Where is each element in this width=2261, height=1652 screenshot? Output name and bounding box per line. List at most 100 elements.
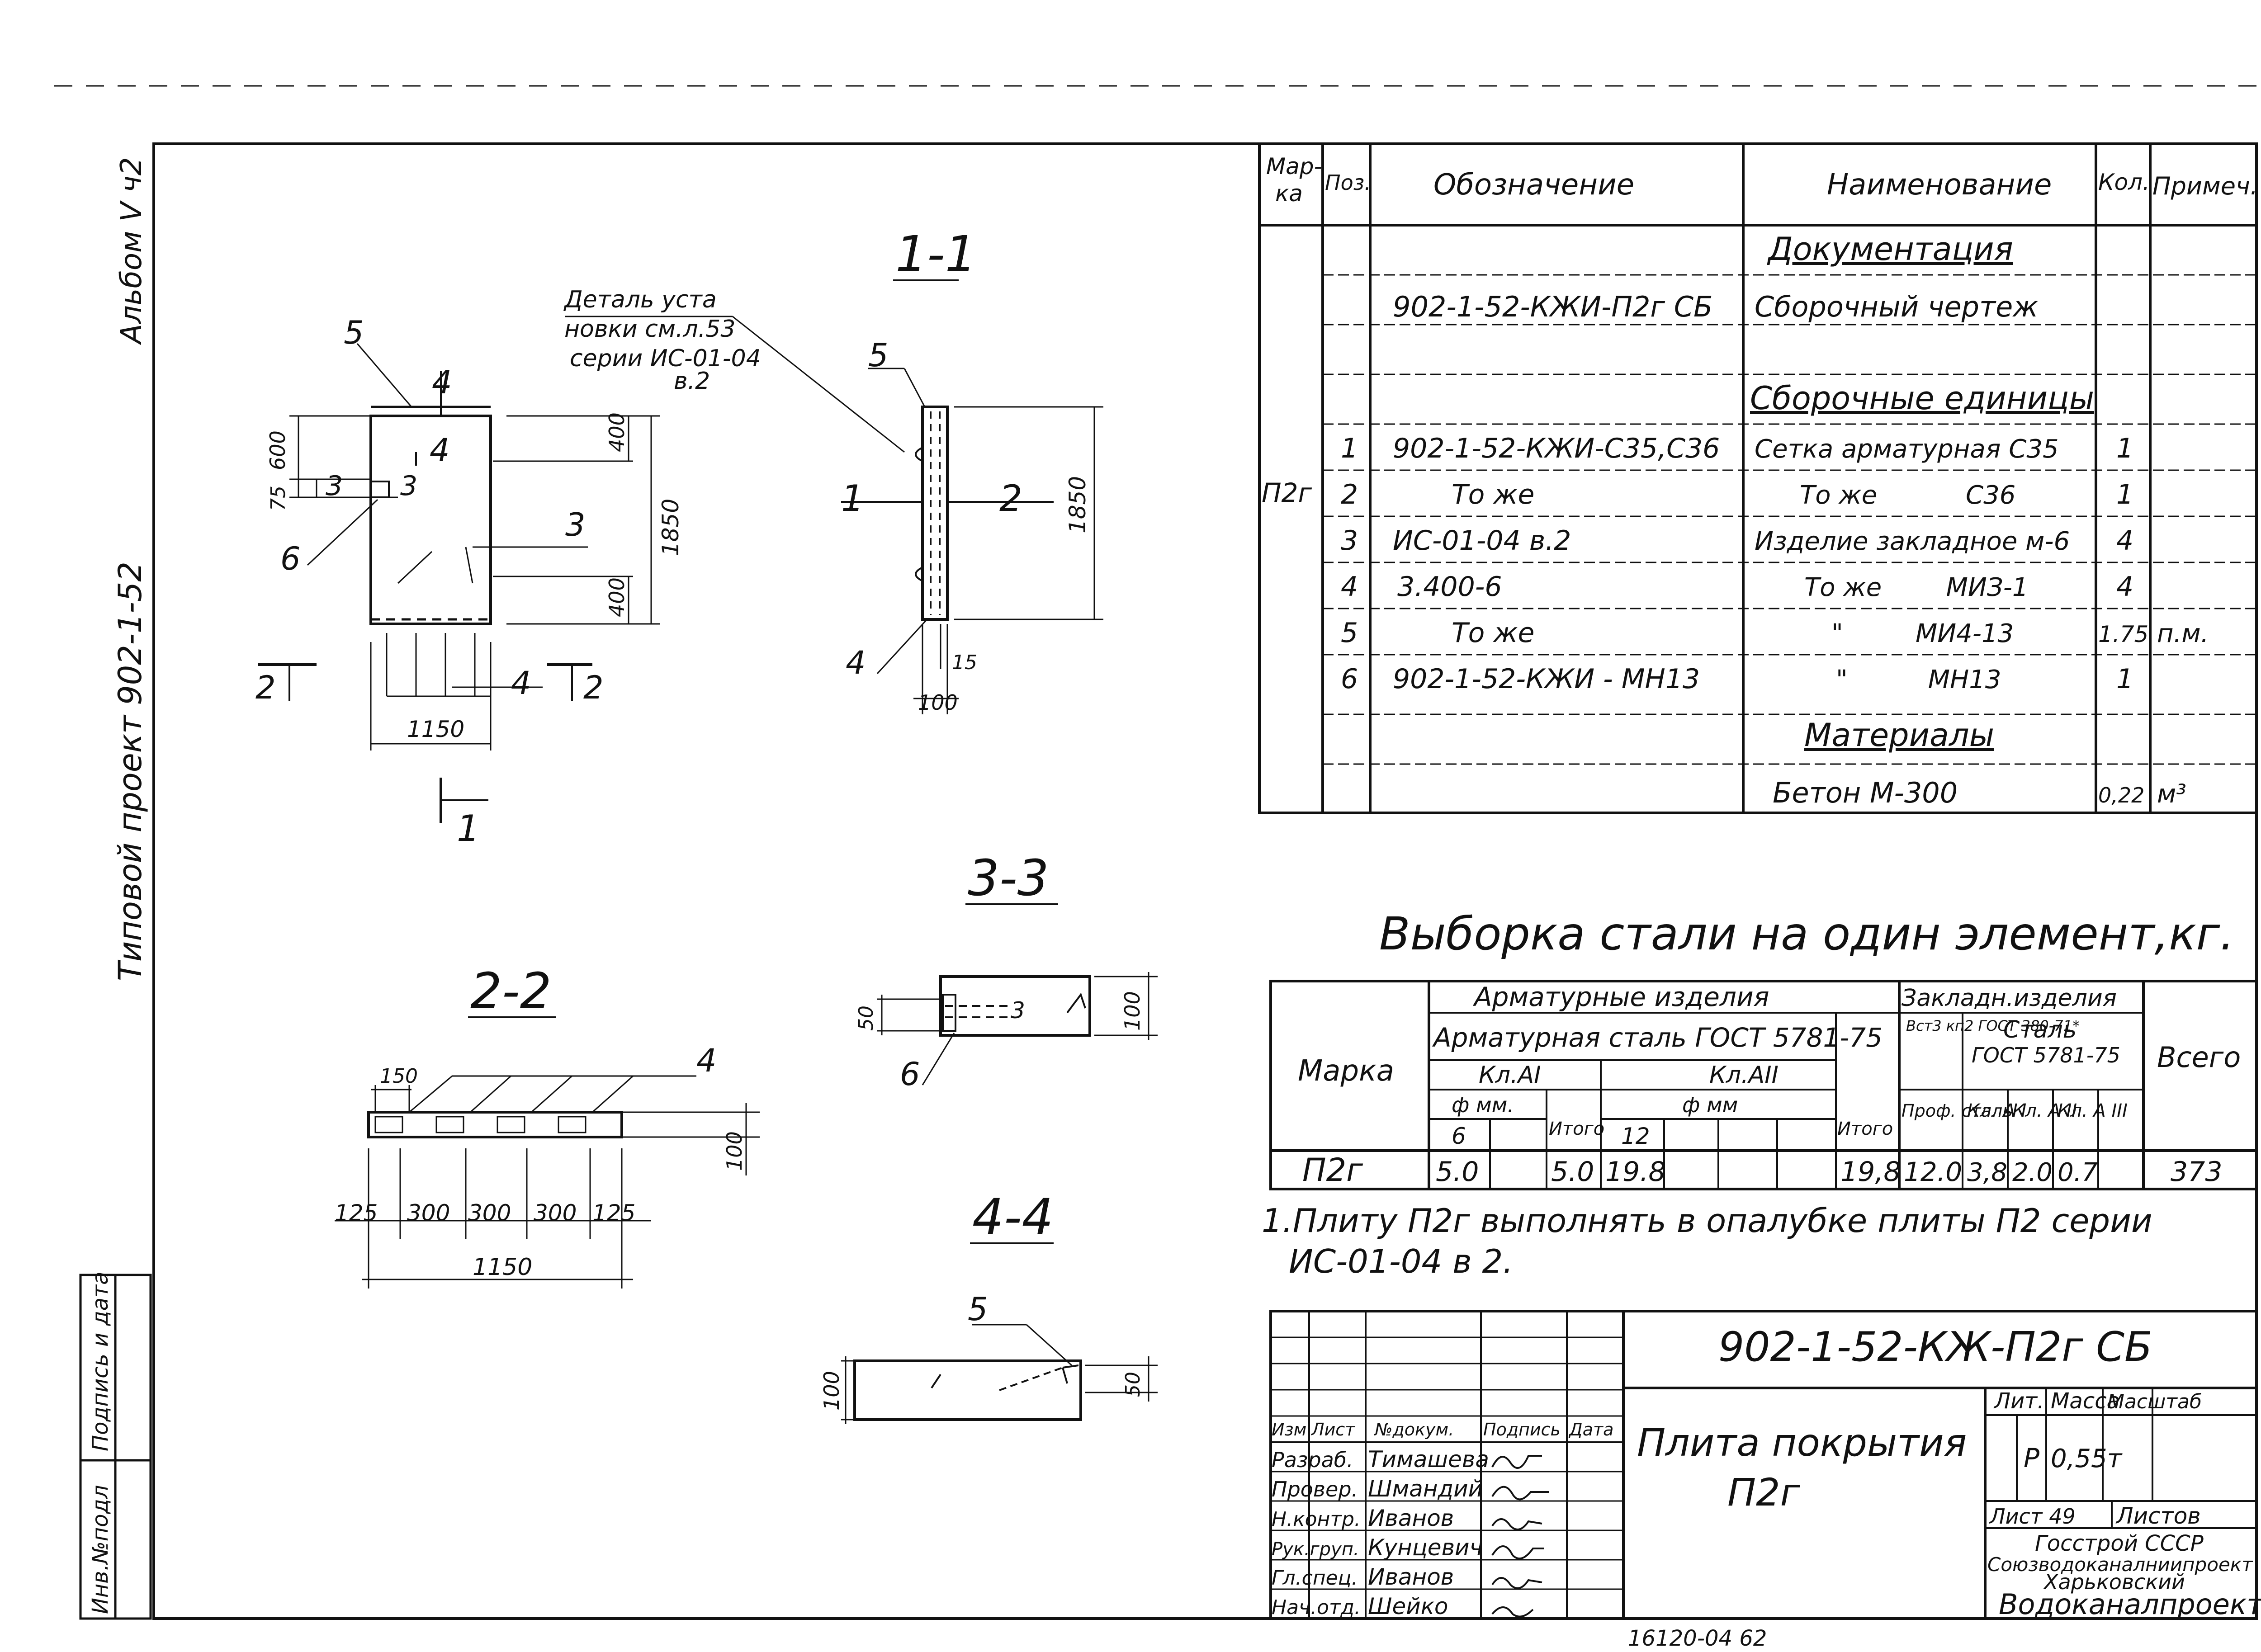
sec22-dim-150: 150 [380, 1065, 418, 1088]
detail-note-4: в.2 [674, 368, 710, 395]
sec33-dim-50: 50 [855, 1005, 878, 1031]
plan-sec2b: 2 [583, 669, 604, 706]
tb-role-0: Разраб. [1272, 1448, 1353, 1472]
spec-row-3-name: Сборочные единицы [1750, 380, 2094, 417]
tb-name-3: Кунцевич [1368, 1534, 1483, 1561]
bottom-code: 16120-04 62 [1628, 1626, 1767, 1651]
spec-row-11-note: м³ [2157, 779, 2186, 809]
spec-row-9-designation: 902-1-52-КЖИ - МН13 [1393, 663, 1700, 695]
tb-name-5: Шейко [1368, 1593, 1448, 1619]
spec-row-6-designation: ИС-01-04 в.2 [1393, 525, 1571, 557]
detail-note-3: серии ИС-01-04 [570, 345, 761, 372]
sec22-pos4: 4 [696, 1042, 717, 1079]
steel-h-prof: Проф. сталь [1902, 1101, 2013, 1121]
tb-mass-label: Масса [2051, 1388, 2120, 1414]
steel-h-kl-a3: Кл. А III [2058, 1100, 2128, 1121]
steel-h-d12: 12 [1621, 1123, 1650, 1149]
spec-row-8-qty: 1.75 [2098, 621, 2148, 647]
steel-row-ka2: 2.0 [2012, 1158, 2053, 1187]
tb-scale-label: Масштаб [2107, 1390, 2202, 1413]
sec33-pos3: 3 [1011, 997, 1025, 1024]
section-2-2-title: 2-2 [470, 962, 552, 1020]
spec-h-pos: Поз. [1325, 170, 1371, 195]
spec-h-mark-2: ка [1275, 180, 1303, 207]
spec-row-8-pos: 5 [1341, 617, 1358, 649]
sec22-dim-300b: 300 [468, 1200, 511, 1226]
sec44-dim-50: 50 [1121, 1372, 1145, 1397]
spec-row-10-name: Материалы [1804, 717, 1994, 754]
section-3-3: 3-3 3 50 100 6 [855, 849, 1158, 1093]
spec-row-8-designation: То же [1452, 617, 1534, 649]
tb-org4: Водоканалпроект [1999, 1588, 2261, 1621]
plan-view: 5 4 4 3 3 3 6 4 2 2 1 Деталь уста новки … [255, 286, 905, 850]
note-line-1: 1.Плиту П2г выполнять в опалубке плиты П… [1262, 1202, 2152, 1240]
spec-row-9-pos: 6 [1341, 663, 1358, 695]
tb-name-4: Иванов [1368, 1564, 1454, 1590]
tb-org3: Харьковский [2043, 1570, 2185, 1594]
spec-row-9-name: " МН13 [1836, 665, 2001, 694]
tb-lit: Р [2024, 1443, 2039, 1473]
steel-h-kla1: Кл.АI [1479, 1062, 1541, 1089]
sec22-dim-125a: 125 [335, 1200, 378, 1226]
steel-title: Выборка стали на один элемент,кг. [1379, 907, 2234, 960]
plan-sec2a: 2 [255, 669, 276, 706]
plan-pos4: 4 [432, 364, 452, 401]
spec-row-1-name: Сборочный чертеж [1755, 290, 2038, 323]
steel-h-arm-steel: Арматурная сталь ГОСТ 5781-75 [1432, 1022, 1883, 1053]
section-4-4-title: 4-4 [972, 1188, 1054, 1246]
spec-row-4-pos: 1 [1341, 433, 1358, 464]
title-block: 902-1-52-КЖ-П2г СБ Плита покрытия П2г Из… [1269, 1310, 2261, 1621]
tb-mass: 0,55т [2051, 1444, 2123, 1473]
tb-sheet: Лист 49 [1989, 1504, 2076, 1529]
steel-h-arm: Арматурные изделия [1472, 982, 1769, 1012]
spec-row-6-name: Изделие закладное м-6 [1755, 527, 2070, 556]
spec-row-6-pos: 3 [1341, 525, 1358, 557]
spec-row-9-qty: 1 [2116, 663, 2133, 695]
spec-row-11-name: Бетон М-300 [1773, 776, 1958, 809]
spec-row-5-designation: То же [1452, 479, 1534, 510]
spec-row-8-note: п.м. [2157, 619, 2209, 648]
tb-col-list: Лист [1310, 1420, 1356, 1440]
tb-name-1: Шмандий [1368, 1476, 1483, 1502]
spec-h-qty: Кол. [2098, 169, 2150, 195]
steel-row-mark: П2г [1302, 1152, 1363, 1189]
steel-row-it1: 5.0 [1551, 1156, 1594, 1188]
tb-sheets: Листов [2115, 1503, 2201, 1529]
spec-row-4-designation: 902-1-52-КЖИ-С35,С36 [1393, 433, 1720, 464]
spec-row-6-qty: 4 [2116, 525, 2133, 557]
plan-dim-400b: 400 [605, 577, 629, 617]
inv-no-label: Инв.№подл [88, 1485, 113, 1614]
spec-mark-value: П2г [1262, 477, 1312, 508]
steel-row-ka1: 3,8 [1967, 1158, 2007, 1187]
steel-h-stal: Сталь [2003, 1016, 2077, 1043]
plan-pos5: 5 [344, 314, 364, 351]
plan-sec1: 1 [457, 807, 480, 850]
plan-pos3a: 3 [326, 470, 343, 502]
steel-h-zakl: Закладн.изделия [1902, 985, 2117, 1012]
plan-pos3c: 3 [565, 506, 586, 543]
spec-h-mark-1: Мар- [1266, 153, 1322, 179]
spec-row-8-name: " МИ4-13 [1831, 619, 2014, 648]
tb-col-doc: №докум. [1374, 1420, 1454, 1440]
spec-row-1-designation: 902-1-52-КЖИ-П2г СБ [1393, 290, 1713, 323]
steel-h-kla2: Кл.АII [1709, 1062, 1779, 1089]
spec-row-5-name: То же С36 [1800, 481, 2015, 510]
spec-h-designation: Обозначение [1433, 168, 1634, 202]
sec22-dim-125b: 125 [592, 1200, 635, 1226]
spec-h-note: Примеч. [2152, 172, 2258, 200]
spec-row-5-qty: 1 [2116, 479, 2133, 510]
tb-org1: Госстрой СССР [2035, 1531, 2204, 1556]
signatures [1491, 1455, 1549, 1618]
tb-role-2: Н.контр. [1272, 1508, 1361, 1531]
plan-dim-400a: 400 [605, 412, 629, 452]
steel-row-a6: 5.0 [1436, 1156, 1479, 1188]
steel-row-it2: 19,8 [1840, 1156, 1901, 1188]
steel-h-d6: 6 [1452, 1123, 1466, 1149]
spec-row-7-designation: 3.400-6 [1397, 571, 1502, 603]
spec-row-0-name: Документация [1767, 231, 2013, 268]
steel-h-phi2: ф мм [1682, 1093, 1738, 1117]
sec11-l1: 1 [841, 477, 864, 519]
spec-h-name: Наименование [1827, 168, 2052, 202]
tb-title2: П2г [1727, 1470, 1801, 1515]
